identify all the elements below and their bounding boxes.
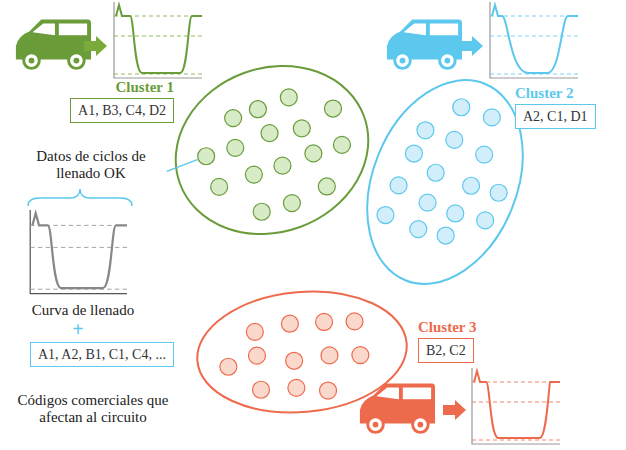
data-point — [246, 323, 263, 340]
data-point — [477, 212, 494, 229]
data-point — [410, 221, 427, 238]
data-point — [220, 358, 237, 375]
code-box: A1, A2, B1, C1, C4, ... — [30, 340, 174, 367]
data-point — [245, 166, 262, 183]
data-point — [377, 207, 394, 224]
data-point — [305, 145, 322, 162]
code-box: Cluster 2 A2, C1, D1 — [515, 84, 596, 129]
data-point — [405, 145, 422, 162]
data-point — [463, 177, 480, 194]
data-point — [280, 89, 297, 106]
data-point — [227, 139, 244, 156]
arrow-icon — [460, 36, 483, 56]
code-list: A1, A2, B1, C1, C4, ... — [30, 342, 174, 367]
data-point — [447, 205, 464, 222]
cluster-title: Cluster 3 — [418, 318, 476, 336]
bracket — [28, 189, 132, 206]
data-point — [293, 120, 310, 137]
data-point — [249, 101, 266, 118]
data-point — [316, 313, 333, 330]
data-point — [352, 347, 369, 364]
data-point — [437, 227, 454, 244]
data-point — [446, 131, 463, 148]
annotation: Curva de llenado — [18, 302, 148, 319]
data-point — [198, 148, 215, 165]
cluster-ellipse — [192, 283, 412, 421]
data-point — [281, 315, 298, 332]
van-icon — [16, 20, 91, 69]
data-point — [261, 125, 278, 142]
data-point — [288, 379, 305, 396]
data-point — [225, 110, 242, 127]
data-point — [320, 382, 337, 399]
data-point — [427, 164, 444, 181]
data-point — [253, 203, 270, 220]
data-point — [274, 157, 291, 174]
van-icon — [387, 20, 462, 69]
data-point — [248, 347, 265, 364]
data-point — [346, 313, 363, 330]
data-point — [318, 178, 335, 195]
data-point — [286, 352, 303, 369]
data-point — [453, 99, 470, 116]
data-point — [419, 194, 436, 211]
annotation: Datos de ciclos de llenado OK — [16, 148, 166, 182]
cluster-title: Cluster 2 — [515, 84, 596, 102]
arrow-icon — [443, 400, 466, 420]
van-icon — [360, 384, 435, 433]
data-point — [321, 347, 338, 364]
annotation: Códigos comerciales que afectan al circu… — [8, 392, 178, 426]
data-point — [490, 184, 507, 201]
code-box: Cluster 1 A1, B3, C4, D2 — [70, 78, 174, 123]
code-list: A1, B3, C4, D2 — [70, 98, 174, 123]
data-point — [211, 178, 228, 195]
data-point — [325, 100, 342, 117]
plus-sign: + — [58, 318, 98, 340]
arrow-icon — [84, 36, 107, 56]
data-point — [283, 195, 300, 212]
fill-curve-chart — [472, 368, 560, 444]
leader-line — [167, 160, 197, 172]
cluster-title: Cluster 1 — [70, 78, 174, 96]
code-list: A2, C1, D1 — [515, 104, 596, 129]
code-box: Cluster 3 B2, C2 — [418, 318, 476, 363]
fill-curve-chart — [490, 2, 578, 78]
cluster-ellipse — [152, 39, 392, 260]
fill-curve-chart — [30, 210, 127, 294]
data-point — [390, 177, 407, 194]
data-point — [483, 109, 500, 126]
data-point — [252, 381, 269, 398]
data-point — [333, 136, 350, 153]
code-list: B2, C2 — [418, 338, 474, 363]
data-point — [476, 146, 493, 163]
data-point — [417, 122, 434, 139]
fill-curve-chart — [114, 2, 202, 78]
